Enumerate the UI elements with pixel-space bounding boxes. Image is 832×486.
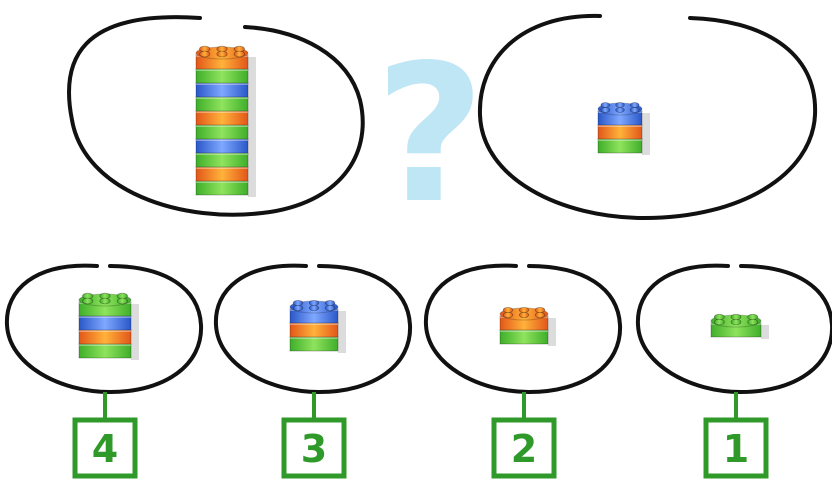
choice-brick-stack [79, 293, 139, 360]
lego-brick-blue [196, 139, 248, 153]
lego-brick-orange [79, 330, 131, 344]
lego-brick-green [79, 344, 131, 358]
lego-brick-green [500, 330, 548, 344]
brick-studs [290, 300, 338, 313]
lego-brick-orange [196, 167, 248, 181]
answer-choice-1[interactable]: 1 [638, 266, 832, 476]
brick-studs [711, 314, 761, 327]
choice-brick-stack [711, 314, 769, 339]
lego-brick-green [290, 337, 338, 351]
brick-studs [79, 293, 131, 306]
choice-number: 3 [301, 427, 327, 471]
answer-choice-3[interactable]: 3 [216, 266, 410, 476]
lego-brick-orange [196, 111, 248, 125]
choice-number: 4 [92, 427, 118, 471]
choice-number: 1 [723, 427, 749, 471]
choice-number: 2 [511, 427, 537, 471]
left-set-brick-stack [196, 46, 256, 197]
lego-brick-green [196, 181, 248, 195]
right-set-brick-stack [598, 103, 650, 155]
answer-choice-2[interactable]: 2 [426, 266, 620, 476]
answer-choice-4[interactable]: 4 [7, 266, 201, 476]
lego-brick-green [196, 125, 248, 139]
lego-brick-green [598, 139, 642, 153]
choice-brick-stack [500, 307, 556, 346]
lego-brick-blue [196, 83, 248, 97]
lego-brick-green [196, 97, 248, 111]
brick-studs [598, 103, 642, 115]
brick-studs [196, 46, 248, 59]
lego-brick-blue [79, 316, 131, 330]
lego-brick-orange [290, 323, 338, 337]
lego-brick-green [196, 153, 248, 167]
brick-studs [500, 307, 548, 320]
lego-brick-green [196, 69, 248, 83]
choice-brick-stack [290, 300, 346, 353]
question-mark: ? [375, 24, 485, 245]
lego-brick-orange [598, 125, 642, 139]
